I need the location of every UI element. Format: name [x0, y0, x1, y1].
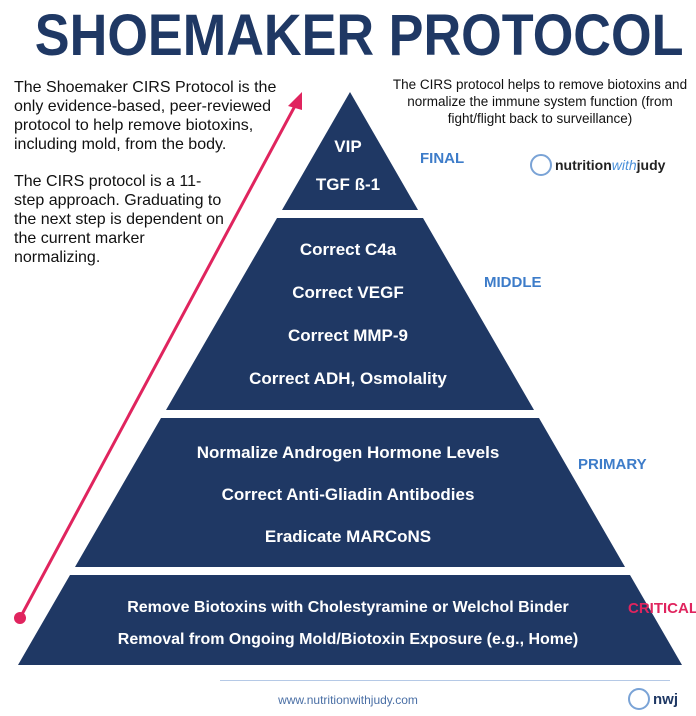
level-middle: MIDDLE — [484, 274, 542, 291]
tier-final-shape — [282, 92, 418, 210]
right-note: The CIRS protocol helps to remove biotox… — [392, 77, 688, 126]
tier-item: Correct C4a — [299, 240, 397, 259]
intro-paragraph: The Shoemaker CIRS Protocol is the only … — [14, 79, 277, 153]
logo-text: with — [611, 157, 637, 173]
level-critical: CRITICAL — [628, 600, 696, 617]
level-final: FINAL — [420, 150, 465, 167]
intro-text: The Shoemaker CIRS Protocol is the only … — [14, 78, 299, 285]
logo-text: judy — [636, 157, 666, 173]
tier-item: TGF ß-1 — [315, 175, 381, 194]
tier-primary-shape — [75, 418, 625, 567]
tier-primary: Normalize Androgen Hormone Levels Correc… — [0, 432, 696, 558]
tier-item: Correct ADH, Osmolality — [249, 369, 447, 388]
tier-final: VIP TGF ß-1 — [0, 128, 696, 204]
tier-item: Eradicate MARCoNS — [264, 527, 432, 546]
tier-item: Remove Biotoxins with Cholestyramine or … — [127, 599, 569, 616]
level-primary: PRIMARY — [578, 456, 647, 473]
footer-logo: nwj — [628, 688, 678, 710]
arrow-start-dot — [14, 612, 26, 624]
tier-critical: Remove Biotoxins with Cholestyramine or … — [0, 592, 696, 656]
page-title: SHOEMAKER PROTOCOL — [34, 3, 684, 68]
tier-middle: Correct C4a Correct VEGF Correct MMP-9 C… — [0, 228, 696, 400]
tier-item: Correct MMP-9 — [288, 326, 408, 345]
website-link[interactable]: www.nutritionwithjudy.com — [278, 693, 418, 707]
footer-mark: nwj — [653, 690, 678, 708]
tier-middle-shape — [166, 218, 534, 410]
tier-item: VIP — [334, 137, 362, 156]
tier-item: Normalize Androgen Hormone Levels — [196, 443, 500, 462]
footer-divider — [220, 680, 670, 681]
progress-arrow — [18, 103, 298, 619]
tier-item: Removal from Ongoing Mold/Biotoxin Expos… — [117, 631, 579, 648]
logo-icon — [530, 154, 552, 176]
tier-item: Correct Anti-Gliadin Antibodies — [221, 485, 475, 504]
tier-item: Correct VEGF — [292, 283, 404, 302]
tier-critical-shape — [18, 575, 682, 665]
logo-icon — [628, 688, 650, 710]
intro-paragraph: The CIRS protocol is a 11-step approach.… — [14, 173, 224, 266]
logo-text: nutrition — [555, 157, 612, 173]
arrow-head-icon — [288, 92, 302, 110]
